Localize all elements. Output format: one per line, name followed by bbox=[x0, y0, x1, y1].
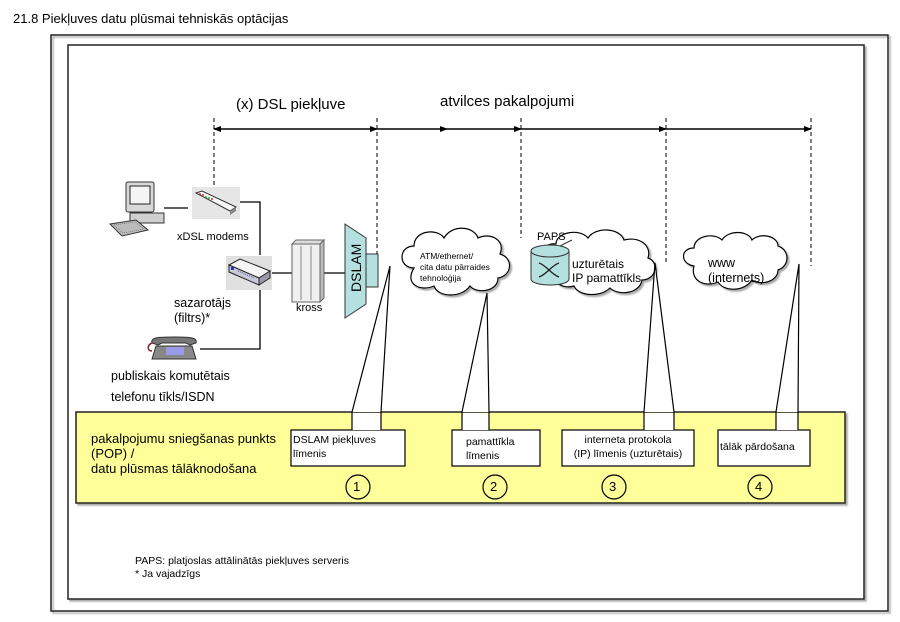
outer-frame bbox=[50, 34, 889, 612]
dashed-separators bbox=[213, 118, 812, 266]
splitter-phone-link bbox=[200, 290, 261, 350]
pop-band-label: pakalpojumu sniegšanas punkts (POP) / da… bbox=[91, 431, 276, 476]
cloud-ip-core bbox=[542, 229, 656, 296]
splitter-icon bbox=[226, 256, 272, 290]
telephone-icon bbox=[147, 336, 197, 360]
cloud-internet-line-1: www bbox=[708, 256, 736, 270]
backhaul-services-label: atvilces pakalpojumi bbox=[440, 93, 575, 110]
splitter-label-line2: (filtrs)* bbox=[174, 311, 211, 325]
cloud-atm-label: ATM/ethernet/ cita datu pārraides tehnol… bbox=[420, 251, 490, 284]
level-2-line-2: līmenis bbox=[466, 449, 500, 462]
cloud-ip-core-line-1: uzturētais bbox=[572, 257, 625, 271]
pop-line-3: datu plūsmas tālāknodošana bbox=[91, 461, 257, 476]
cloud-ip-core-line-2: IP pamattīkls bbox=[572, 271, 642, 285]
modem-label: xDSL modems bbox=[177, 231, 249, 243]
cloud-internet bbox=[682, 231, 788, 290]
footnotes: PAPS: platjoslas attālinātās piekļuves s… bbox=[135, 555, 349, 581]
xdsl-modem-icon bbox=[192, 187, 240, 219]
dslam-label: DSLAM bbox=[348, 244, 364, 292]
cloud-atm-line-2: cita datu pārraides bbox=[420, 262, 490, 272]
level-4-line-1: tālāk pārdošana bbox=[720, 441, 795, 453]
splitter-label-line1: sazarotājs bbox=[174, 296, 231, 310]
level-2-circle bbox=[482, 474, 508, 500]
inner-frame bbox=[67, 44, 865, 600]
level-3-number: 3 bbox=[609, 479, 617, 494]
level-3-text: interneta protokola (IP) līmenis (uzturē… bbox=[562, 434, 694, 461]
level-4-number: 4 bbox=[755, 479, 763, 494]
modem-splitter-link bbox=[240, 201, 261, 255]
cloud-internet-label: www (internets) bbox=[708, 256, 764, 286]
level-1-line-2: līmenis bbox=[293, 447, 327, 460]
level-2-line-1: pamattīkla bbox=[466, 436, 515, 448]
cloud-atm-line-3: tehnoloģija bbox=[420, 273, 462, 283]
phone-label-line2: telefonu tīkls/ISDN bbox=[111, 390, 215, 404]
callout-level-1 bbox=[290, 265, 406, 467]
level-1-circle bbox=[345, 474, 371, 500]
level-4-text: tālāk pārdošana bbox=[720, 441, 795, 455]
level-1-text: DSLAM piekļuves līmenis bbox=[293, 434, 376, 461]
phone-label-line1: publiskais komutētais bbox=[111, 369, 230, 383]
paps-badge: PAPS bbox=[537, 231, 566, 243]
computer-icon bbox=[108, 181, 165, 237]
level-3-line-1: interneta protokola bbox=[584, 434, 672, 446]
level-3-circle bbox=[601, 474, 627, 500]
kross-icon bbox=[290, 238, 326, 304]
footnote-paps: PAPS: platjoslas attālinātās piekļuves s… bbox=[135, 555, 349, 567]
dslam-icon bbox=[344, 223, 379, 319]
connection-lines bbox=[164, 201, 345, 350]
level-4-circle bbox=[747, 474, 773, 500]
pop-line-2: (POP) / bbox=[91, 446, 135, 461]
callout-level-2 bbox=[451, 292, 541, 467]
cloud-internet-line-2: (internets) bbox=[708, 271, 765, 285]
paps-server-icon bbox=[530, 239, 573, 286]
footnote-asterisk: * Ja vajadzīgs bbox=[135, 568, 201, 580]
cloud-ip-core-label: uzturētais IP pamattīkls bbox=[572, 257, 641, 285]
kross-label: kross bbox=[296, 302, 323, 314]
level-1-number: 1 bbox=[353, 479, 361, 494]
level-1-line-1: DSLAM piekļuves bbox=[293, 434, 376, 446]
cloud-atm-line-1: ATM/ethernet/ bbox=[420, 251, 474, 261]
level-2-number: 2 bbox=[490, 479, 498, 494]
callout-level-4 bbox=[717, 263, 811, 467]
page-title: 21.8 Piekļuves datu plūsmai tehniskās op… bbox=[13, 11, 289, 26]
callout-level-3 bbox=[561, 262, 695, 467]
pop-line-1: pakalpojumu sniegšanas punkts bbox=[91, 431, 277, 446]
level-2-text: pamattīkla līmenis bbox=[466, 436, 514, 463]
cloud-atm bbox=[401, 227, 511, 296]
level-3-line-2: (IP) līmenis (uzturētais) bbox=[573, 447, 683, 460]
dsl-access-label: (x) DSL piekļuve bbox=[236, 96, 346, 113]
